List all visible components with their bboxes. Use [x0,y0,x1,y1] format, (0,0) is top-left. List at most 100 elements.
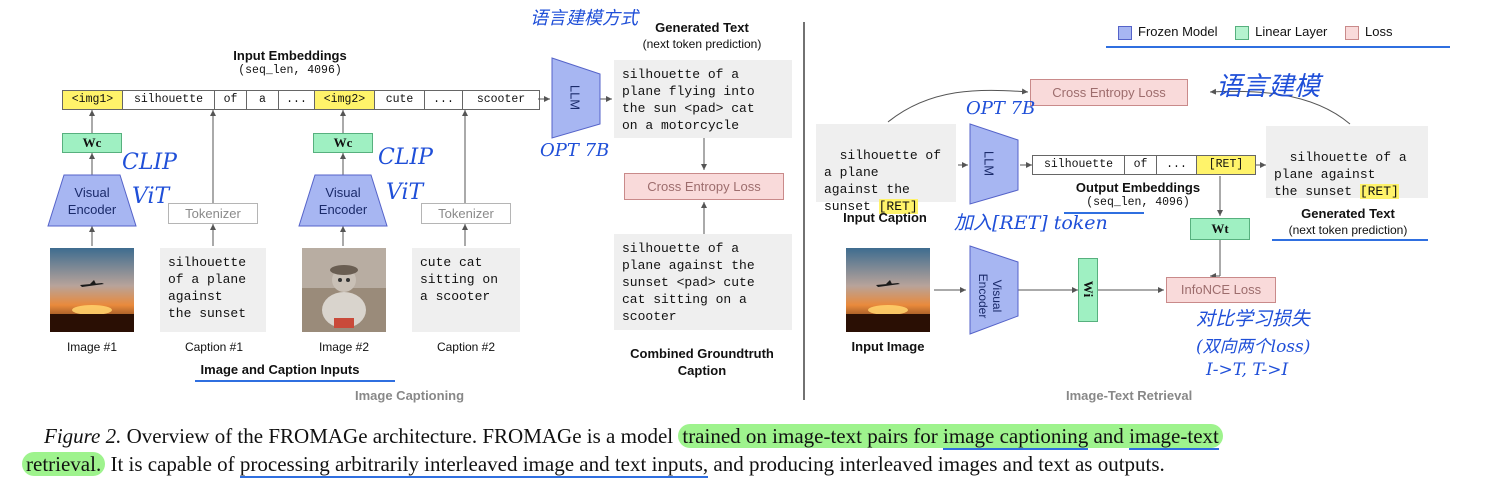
cross-entropy-loss-left: Cross Entropy Loss [624,173,784,200]
output-embeddings-underline [1064,212,1144,214]
input-image-sunset-plane [846,248,930,332]
caption-mid1: and [1088,424,1130,448]
wi-linear-layer: Wi [1078,258,1098,322]
generated-right-body: silhouette of a plane against the sunset [1274,150,1407,199]
hand-contrast-3: I->T, T->I [1206,360,1289,380]
out-token-of: of [1125,156,1157,174]
generated-text-sub: (next token prediction) [642,37,762,51]
input-embeddings-title: Input Embeddings [233,48,347,63]
hand-lm-right: 语言建模 [1216,72,1321,102]
legend-underline [1106,46,1450,48]
visual-encoder-1-shape [47,174,137,227]
visual-encoder-2-label: Visual Encoder [318,185,368,217]
visual-encoder-2-shape [298,174,388,227]
right-connectors [881,88,1351,335]
wt-label: Wt [1211,221,1229,236]
tokenizer-1: Tokenizer [168,203,258,224]
hand-vit-1: ViT [132,184,170,209]
wc-label-2: Wc [333,135,353,150]
wt-linear-layer: Wt [1190,218,1250,240]
figure-caption-line-2: retrieval. It is capable of processing a… [22,452,1165,478]
generated-text-box-right: silhouette of a plane against the sunset… [1266,126,1428,199]
legend-frozen-swatch [1118,25,1132,40]
caption-1-text: silhouette of a plane against the sunset [160,248,266,332]
input-caption-body: silhouette of a plane against the sunset [824,148,942,214]
token-scooter: scooter [476,93,526,106]
visual-encoder-right-shape [969,245,1019,335]
visual-encoder-right-label: Visual Encoder [976,273,1004,319]
output-embeddings-shape: (seq_len, 4096) [1086,196,1190,209]
image-1-sunset-plane [50,248,134,332]
token-of: of [215,91,247,109]
input-embeddings-row: <img1> silhouette of a ... <img2> cute .… [62,90,540,110]
legend: Frozen Model Linear Layer Loss [1118,24,1448,46]
legend-loss: Loss [1345,24,1393,40]
caption-2-label: Caption #2 [436,340,496,354]
token-silhouette: silhouette [123,91,215,109]
legend-linear-label: Linear Layer [1255,24,1328,39]
generated-text-title-right: Generated Text [1301,206,1395,221]
input-image-title: Input Image [851,339,925,354]
legend-linear-swatch [1235,25,1250,40]
output-embeddings-row: silhouette of ... [RET] [1032,155,1256,175]
caption-highlight-1: trained on image-text pairs for image ca… [678,424,1223,450]
left-connectors [47,22,805,400]
llm-shape-left [551,57,601,139]
groundtruth-text-box: silhouette of a plane against the sunset… [614,234,792,330]
figure-label: Figure 2. [44,424,122,448]
image-2-cat-scooter [302,248,386,332]
caption-part3: and producing interleaved images and tex… [708,452,1165,476]
caption-u2: image-text [1129,424,1219,450]
out-token-ellipsis: ... [1157,156,1197,174]
input-embeddings-shape: (seq_len, 4096) [238,64,342,77]
hand-clip-2: CLIP [378,145,433,170]
inputs-title-underline [195,380,395,382]
hand-vit-2: ViT [386,180,424,205]
token-ellipsis-2: ... [425,91,463,109]
hand-clip-1: CLIP [122,150,177,175]
token-img1: <img1> [63,91,123,109]
wi-label: Wi [1080,280,1096,298]
caption-part1: Overview of the FROMAGe architecture. FR… [121,424,679,448]
out-token-silhouette: silhouette [1033,156,1125,174]
image-2-label: Image #2 [318,340,370,354]
legend-loss-swatch [1345,25,1360,40]
groundtruth-title: Combined Groundtruth Caption [630,346,774,378]
tokenizer-2: Tokenizer [421,203,511,224]
caption-2-text: cute cat sitting on a scooter [412,248,520,332]
generated-text-title: Generated Text [655,20,749,35]
generated-right-underline [1272,239,1428,241]
visual-encoder-1-label: Visual Encoder [67,185,117,217]
hand-contrast-2: (双向两个loss) [1196,337,1311,357]
wc-label-1: Wc [82,135,102,150]
legend-loss-label: Loss [1365,24,1393,39]
llm-shape-right [969,123,1019,205]
wc-linear-layer-1: Wc [62,133,122,153]
hand-opt-right: OPT 7B [966,98,1036,119]
llm-label-right: LLM [981,150,997,177]
hand-opt-left: OPT 7B [540,140,610,161]
legend-frozen-label: Frozen Model [1138,24,1218,39]
input-caption-title: Input Caption [843,210,927,225]
llm-label-left: LLM [567,84,583,111]
infonce-loss: InfoNCE Loss [1166,277,1276,303]
image-captioning-section-title: Image Captioning [355,388,465,403]
legend-frozen-model: Frozen Model [1118,24,1221,40]
image-caption-inputs-title: Image and Caption Inputs [200,362,360,377]
output-embeddings-title: Output Embeddings [1075,180,1201,195]
figure-caption-line-1: Figure 2. Overview of the FROMAGe archit… [44,424,1223,450]
generated-text-sub-right: (next token prediction) [1288,223,1408,237]
caption-u3: processing arbitrarily interleaved image… [239,452,709,478]
caption-1-label: Caption #1 [184,340,244,354]
image-text-retrieval-section-title: Image-Text Retrieval [1066,388,1193,403]
hand-ret-token: 加入[RET] token [954,212,1108,234]
out-token-ret: [RET] [1197,156,1255,174]
input-caption-ret: [RET] [878,199,918,214]
token-cute: cute [375,91,425,109]
hand-lm-mode: 语言建模方式 [530,8,638,29]
image-1-label: Image #1 [66,340,118,354]
caption-highlight-2: retrieval. [22,452,106,476]
generated-right-ret: [RET] [1359,184,1399,199]
wc-linear-layer-2: Wc [313,133,373,153]
token-a: a [247,91,279,109]
